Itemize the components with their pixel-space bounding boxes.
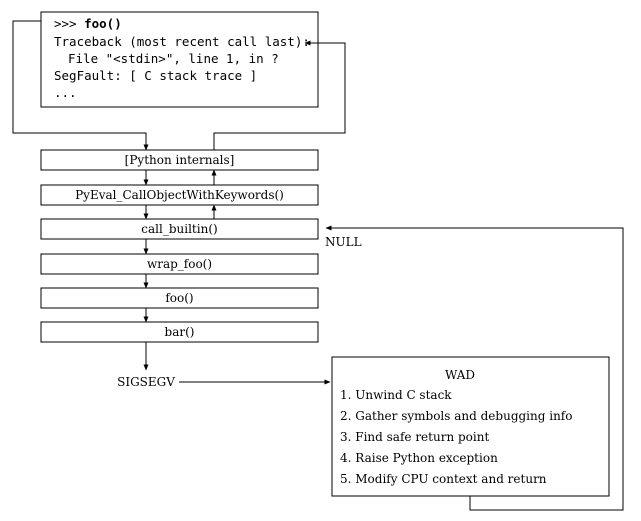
stack-frame-label: wrap_foo() [147,257,212,271]
traceback-header: Traceback (most recent call last): [54,34,310,49]
sigsegv-label: SIGSEGV [117,375,175,389]
traceback-return-connector [213,40,346,150]
stack-frame-bar: bar() [40,321,319,343]
stack-frame-label: call_builtin() [141,222,217,236]
wad-frame [331,356,610,497]
dispatch-connector [12,20,149,151]
terminal-prompt: >>> [54,16,84,31]
python-terminal-box: >>> foo() Traceback (most recent call la… [40,11,319,108]
segfault-line: SegFault: [ C stack trace ] [54,68,257,83]
stack-frame-call-builtin: call_builtin() [40,218,319,240]
stack-frame-label: [Python internals] [125,153,235,167]
wad-step: 2. Gather symbols and debugging info [340,409,572,423]
stack-frame-python-internals: [Python internals] [40,149,319,171]
stack-frame-label: foo() [165,291,193,305]
wad-title: WAD [445,368,475,382]
stack-frame-label: bar() [165,325,195,339]
stack-frame-label: PyEval_CallObjectWithKeywords() [75,188,284,202]
call-stack: [Python internals] PyEval_CallObjectWith… [40,149,319,343]
wad-step: 4. Raise Python exception [340,451,498,465]
null-return-connector [325,225,624,511]
terminal-prompt-line: >>> foo() [54,16,122,31]
stack-frame-foo: foo() [40,287,319,309]
stack-frame-pyeval: PyEval_CallObjectWithKeywords() [40,184,319,206]
traceback-file-line: File "<stdin>", line 1, in ? [68,51,279,66]
wad-box: WAD 1. Unwind C stack 2. Gather symbols … [331,356,610,497]
stack-frame-wrap-foo: wrap_foo() [40,253,319,275]
terminal-ellipsis: ... [54,85,77,100]
terminal-command: foo() [84,16,122,31]
wad-step: 1. Unwind C stack [340,388,452,402]
null-label: NULL [325,235,362,249]
terminal-frame [40,11,319,108]
wad-step: 5. Modify CPU context and return [340,472,547,486]
wad-step: 3. Find safe return point [340,430,489,444]
